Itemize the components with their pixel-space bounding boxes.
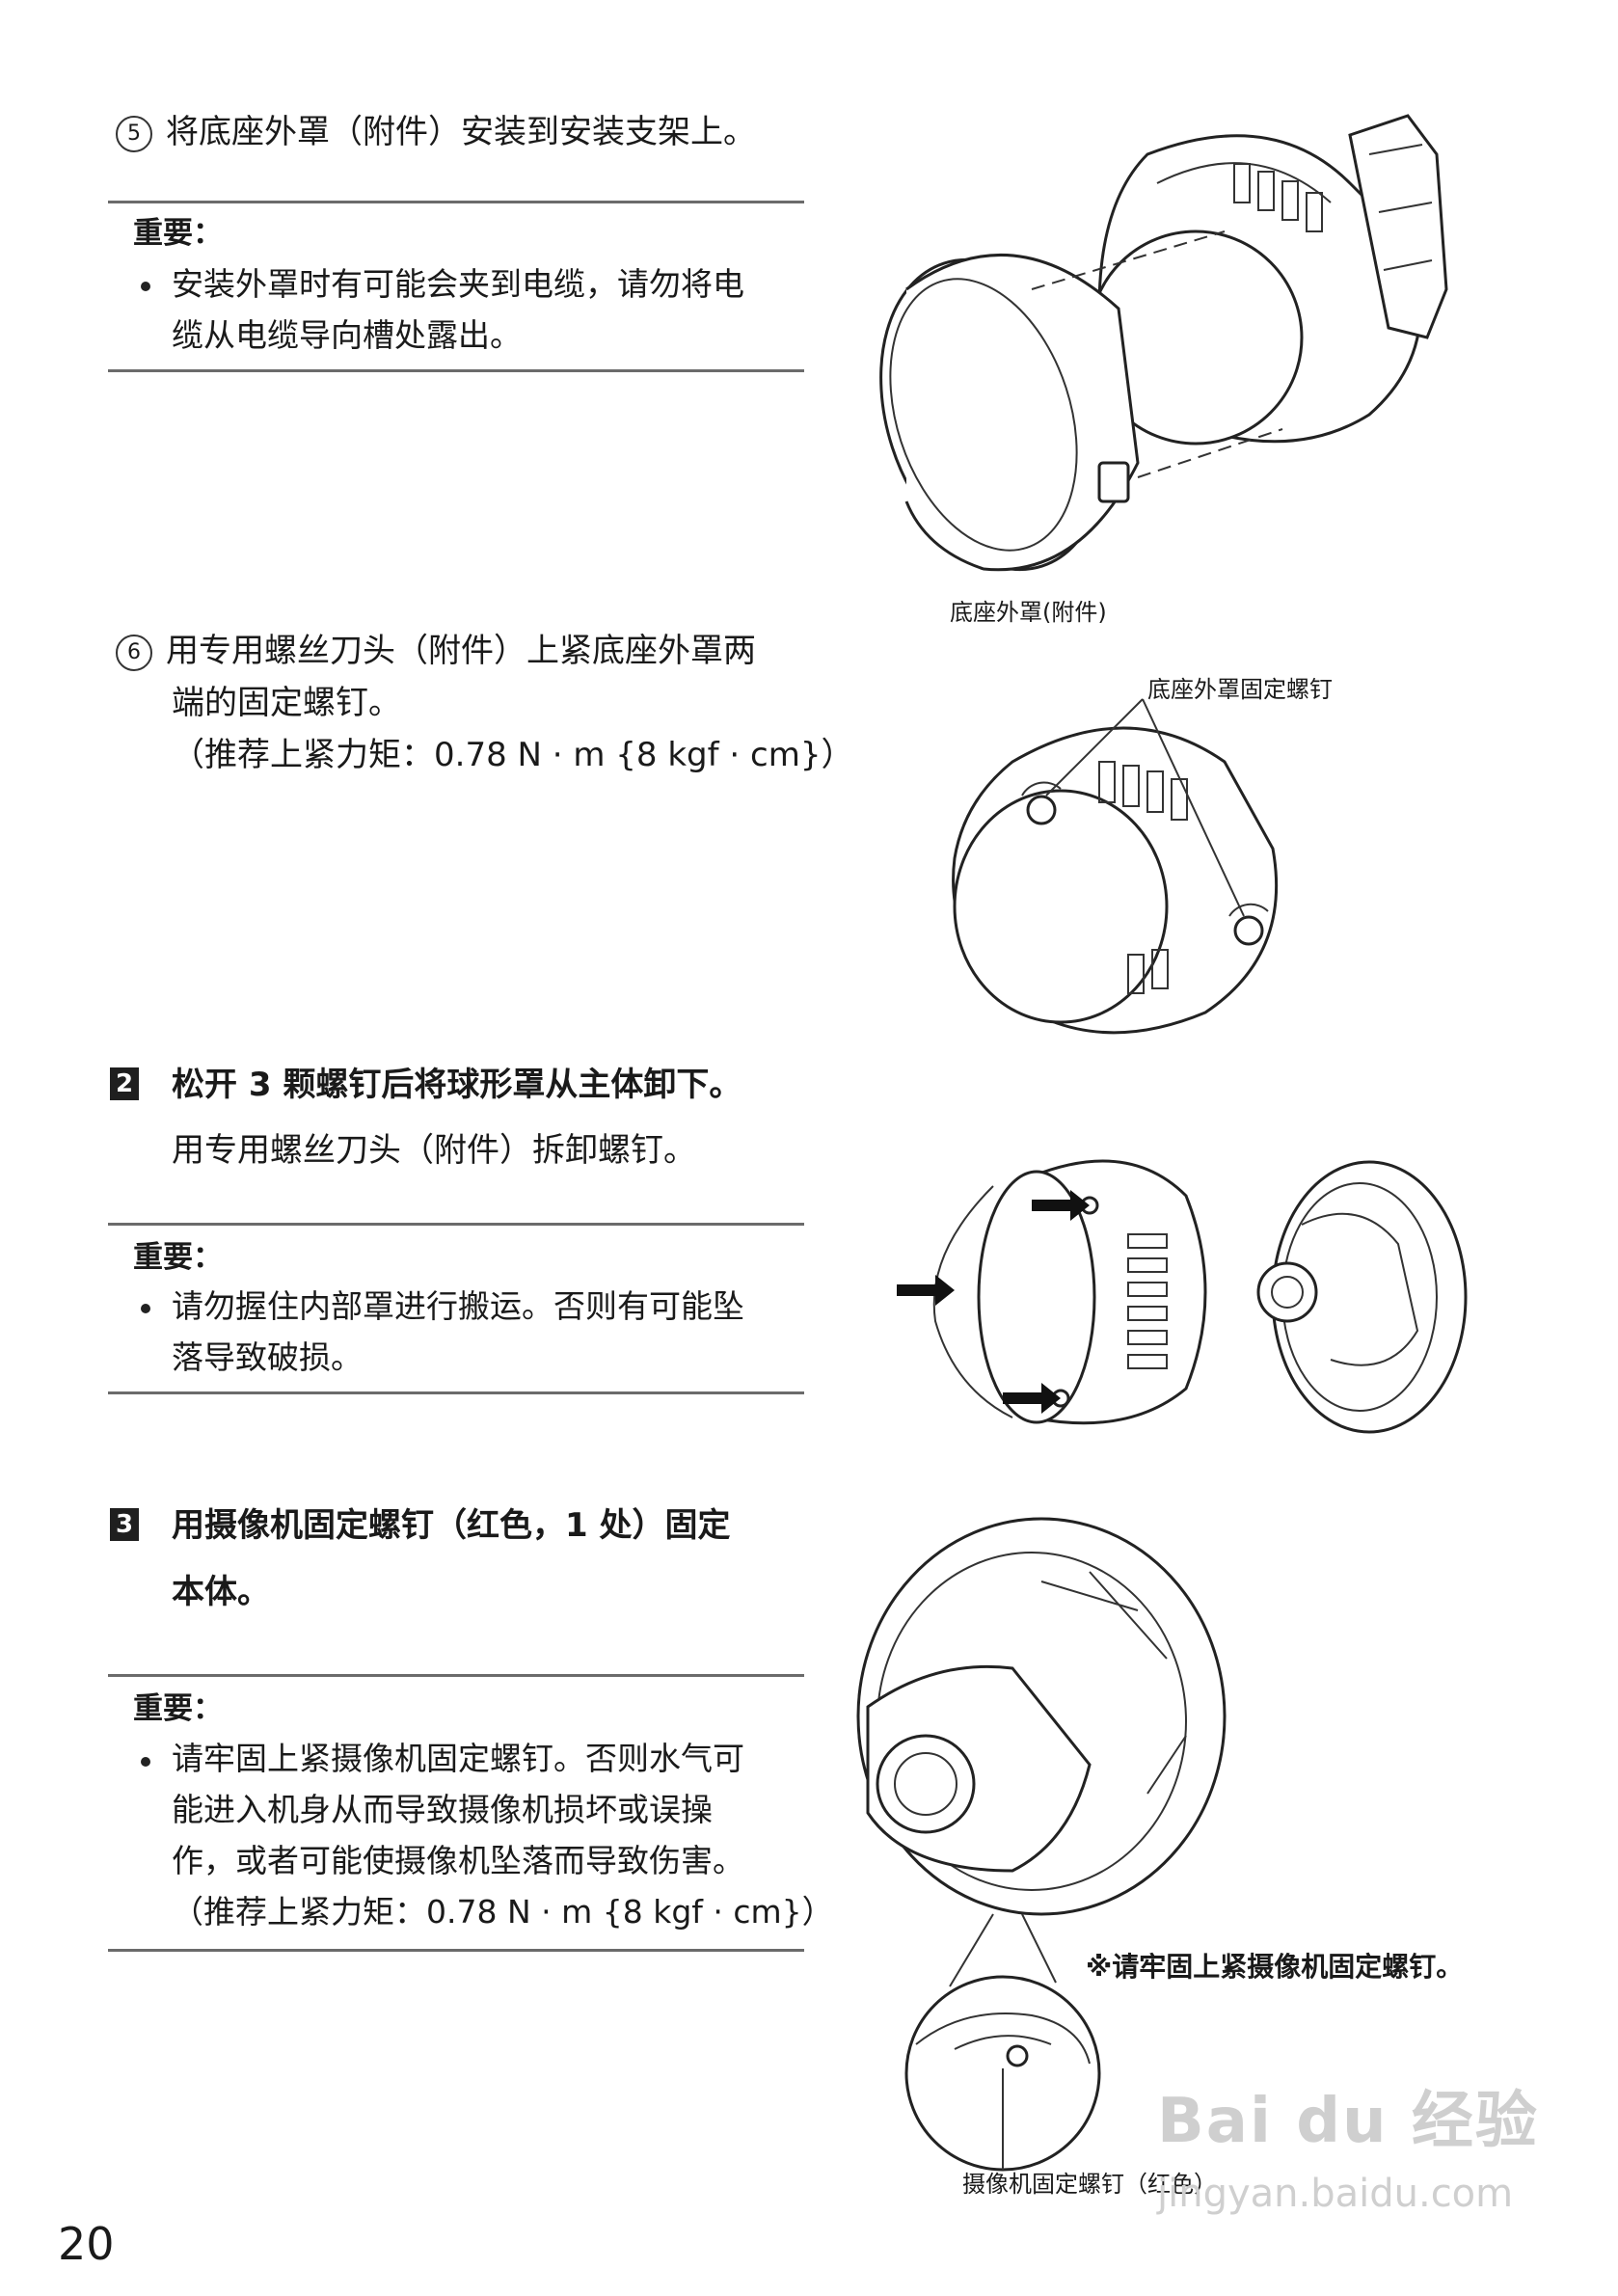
section-2-number: 2 xyxy=(110,1067,139,1100)
important-3-torque: （推荐上紧力矩：0.78 N · m {8 kgf · cm}） xyxy=(172,1893,834,1931)
divider xyxy=(108,1674,804,1677)
watermark-url: jingyan.baidu.com xyxy=(1157,2172,1514,2216)
figure-dome-removal xyxy=(897,1159,1468,1434)
figure-screw-tightening xyxy=(952,698,1279,1035)
important-label-2: 重要： xyxy=(133,1240,223,1275)
important-label-3: 重要： xyxy=(133,1691,223,1726)
section-2-sub: 用专用螺丝刀头（附件）拆卸螺钉。 xyxy=(172,1131,696,1170)
caption-base-cover: 底座外罩(附件) xyxy=(950,599,1107,626)
section-3-title-1: 用摄像机固定螺钉（红色，1 处）固定 xyxy=(172,1506,731,1545)
important-3-line1: 请牢固上紧摄像机固定螺钉。否则水气可 xyxy=(172,1740,744,1777)
camera-body-illustration xyxy=(1088,114,1448,446)
screw-icon xyxy=(1006,2044,1029,2067)
important-3-line3: 作，或者可能使摄像机坠落而导致伤害。 xyxy=(172,1842,744,1879)
step-6-line1: 6 用专用螺丝刀头（附件）上紧底座外罩两 xyxy=(116,625,756,677)
divider xyxy=(108,1949,804,1952)
important-3-line2: 能进入机身从而导致摄像机损坏或误操 xyxy=(172,1791,713,1828)
screw-icon xyxy=(1026,795,1057,825)
figure-camera-fixing xyxy=(856,1517,1227,2172)
important-2-line1: 请勿握住内部罩进行搬运。否则有可能坠 xyxy=(172,1287,744,1325)
important-2-line2: 落导致破损。 xyxy=(172,1338,363,1376)
step-6-text-1: 用专用螺丝刀头（附件）上紧底座外罩两 xyxy=(166,632,756,670)
watermark-logo: Bai du 经验 xyxy=(1157,2086,1539,2157)
caption-fixing-note: ※请牢固上紧摄像机固定螺钉。 xyxy=(1086,1951,1464,1983)
divider xyxy=(108,1223,804,1226)
important-label-1: 重要： xyxy=(133,216,223,251)
important-1-line2: 缆从电缆导向槽处露出。 xyxy=(172,316,522,354)
divider xyxy=(108,1391,804,1394)
section-2-title: 松开 3 颗螺钉后将球形罩从主体卸下。 xyxy=(172,1066,742,1104)
step-6-torque: （推荐上紧力矩：0.78 N · m {8 kgf · cm}） xyxy=(172,736,854,774)
camera-body-illustration xyxy=(1256,1160,1468,1434)
bullet xyxy=(141,1757,150,1767)
camera-body-illustration xyxy=(856,1517,1227,1916)
step-6-line2: 端的固定螺钉。 xyxy=(172,684,401,722)
screw-icon xyxy=(1233,915,1264,946)
divider xyxy=(108,201,804,203)
step-5-number: 5 xyxy=(116,116,152,152)
step-5: 5 将底座外罩（附件）安装到安装支架上。 xyxy=(116,106,756,158)
page-number: 20 xyxy=(58,2218,115,2270)
divider xyxy=(108,369,804,372)
section-3-number: 3 xyxy=(110,1508,139,1541)
step-5-text: 将底座外罩（附件）安装到安装支架上。 xyxy=(166,113,756,151)
step-6-number: 6 xyxy=(116,635,152,671)
section-3-title-2: 本体。 xyxy=(172,1573,270,1611)
caption-camera-screw: 摄像机固定螺钉（红色） xyxy=(962,2171,1217,2198)
caption-base-cover-screw: 底座外罩固定螺钉 xyxy=(1147,676,1333,703)
figure-base-cover-install xyxy=(879,114,1448,572)
arrow-icon xyxy=(897,1190,1090,1414)
dome-cover-illustration xyxy=(932,1159,1207,1425)
bullet xyxy=(141,282,150,291)
important-1-line1: 安装外罩时有可能会夹到电缆，请勿将电 xyxy=(172,265,744,303)
base-cover-illustration xyxy=(879,254,1140,572)
bullet xyxy=(141,1304,150,1313)
